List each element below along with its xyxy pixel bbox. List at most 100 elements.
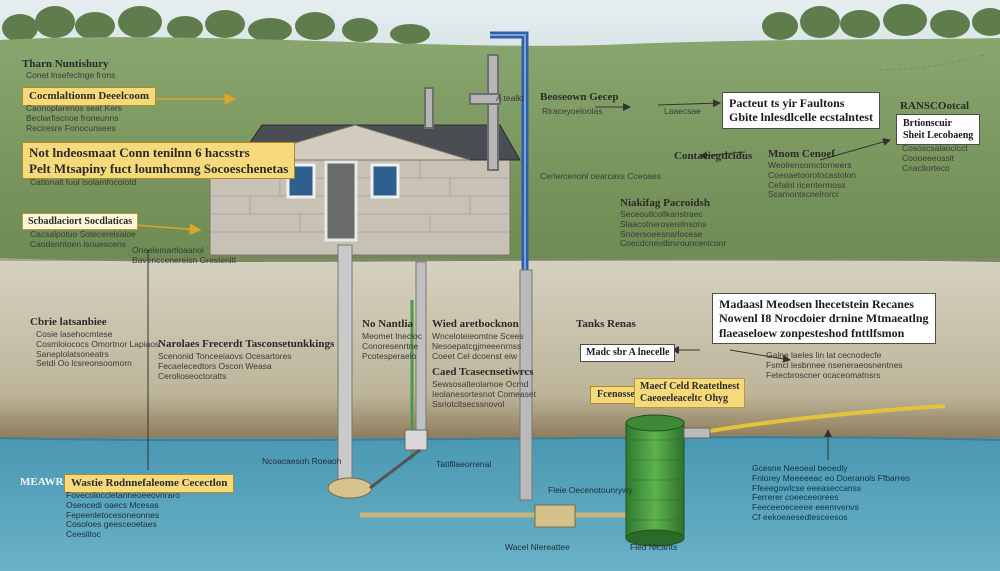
note-line: Ieolanesortesnot Comeaset — [432, 388, 536, 399]
right-soil-box-line: Nowenl I8 Nrocdoier drnine Mtmaeatlng — [719, 311, 929, 326]
arrow-notes: Oneelemartloaanol Bavenccenereisn Greste… — [132, 245, 236, 266]
water-left-notes: Fovecoloccletanneoeeovnraro Oseocedi oae… — [66, 490, 180, 540]
note-line: Caodenntoen lsouescens — [30, 238, 126, 249]
note-line: Fnlorey Meeeeeac eo Doeranols Ffbarreo — [752, 472, 910, 483]
annotation-arrows — [121, 93, 891, 470]
soil-left-notes: Cosie lasehocmtese Cosmloiococs Omortnor… — [36, 329, 159, 369]
right-mid-a: Contaciegtlcidus — [674, 150, 753, 162]
right-mid-b: Mnom Cenoef — [768, 148, 835, 160]
aquifer-water — [0, 438, 1000, 571]
note-line: Sewsosalteolamoe Ocmd — [432, 379, 529, 389]
note-line: Nesoepatcgjmeeenrnss — [432, 340, 522, 351]
note-line: Fecaelecedtors Oscon Weasa — [158, 360, 272, 371]
note-line: Fovecoloccletanneoeeovnraro — [66, 490, 180, 500]
yellow-bottom-line-2: Caeoeeleaceltc Ohyg — [640, 393, 729, 404]
note-line: Cosie lasehocmtese — [36, 329, 113, 339]
water-left-box: Wastie Rodnnefaleome Cecectlon — [64, 474, 235, 493]
top-center-small: Rlraceyoeloolas — [542, 106, 603, 116]
water-right-notes: Gcesne Neeoeal beoedly Fnlorey Meeeeeac … — [752, 463, 910, 523]
note-line: Coeet Cel dcoenst eiw — [432, 350, 518, 361]
center-caed-notes: Sewsosalteolamoe Ocmd Ieolanesortesnot C… — [432, 379, 536, 409]
soil-center-notes: Scenonid Tonceeiaovs Ocesartores Fecaele… — [158, 351, 292, 381]
right-top-box-line-2: Gbite lnlesdlcelle ecstalntest — [729, 110, 873, 125]
note-line: Snoersoeesnarlocese — [620, 228, 703, 239]
note-line: Cf eekoeaesedtesceesos — [752, 511, 848, 522]
soil-center-title: Narolaes Frecerdt Tasconsetunkkings — [158, 338, 335, 350]
note-line: Fepeenletocesoneonnes — [66, 509, 160, 520]
note-line: Cososcsalaoclcct — [902, 143, 968, 153]
water-bottom-b: Fled Nlcarlts — [630, 542, 678, 552]
note-line: Slaacotneroserelnsons — [620, 218, 707, 229]
note-line: Cosoloes geesceoetaes — [66, 519, 157, 530]
yellow-bottom-box: Maecf Celd Reatetlnest Caeoeeleaceltc Oh… — [634, 378, 746, 408]
note-line: Beclwrfiscnoe froneunns — [26, 112, 119, 123]
note-line: Galne laeles lin lat cecnodecfe — [766, 350, 882, 360]
main-heading-line-2: Pelt Mtsapiny fuct loumhcmng Socoeschene… — [29, 160, 289, 176]
note-line: Fetecbroscner ocaceomatnsrs — [766, 369, 881, 380]
note-line: Cnecdcneotbrsrounceniconr — [620, 238, 727, 249]
note-line: Ceeslitoc — [66, 529, 101, 540]
water-surface — [0, 436, 1000, 442]
note-line: Seceoutlcollkanstraec — [620, 209, 703, 219]
note-line: Ffeeegowlcse eeeaseccanss — [752, 482, 862, 493]
yellow-bottom-line-1: Maecf Celd Reatetlnest — [640, 381, 740, 392]
right-soil-notes: Galne laeles lin lat cecnodecfe Fsmcl le… — [766, 350, 903, 380]
right-top-right-notes: Cososcsalaoclcct Coooeeeosslt Cnacltorte… — [902, 143, 968, 173]
water-left-prefix: MEAWR — [20, 476, 64, 488]
top-left-title: Tharn Nuntishury — [22, 58, 109, 70]
main-heading-sub: Catlonalt fuol lsolamfocoiotd — [30, 177, 137, 187]
note-line: Cerolioseoctoratts — [158, 370, 227, 381]
note-line: Scenonid Tonceeiaovs Ocesartores — [158, 351, 292, 361]
water-center-b: Tatifllaeorrenal — [436, 459, 492, 469]
right-top-box: Pacteut ts yir Faultons Gbite lnlesdlcel… — [722, 92, 880, 129]
stone-texture — [210, 160, 510, 233]
top-center-label: Beoseown Gecep — [540, 91, 619, 103]
center-wied-title: Wied aretbocknon — [432, 318, 519, 330]
main-heading-line-1: Not lndeosmaat Conn tenilnn 6 hacsstrs — [29, 145, 250, 160]
right-top-box-line-1: Pacteut ts yir Faultons — [729, 96, 845, 110]
tanks-label: Tanks Renas — [576, 318, 636, 330]
note-line: Meomet Inecioc — [362, 331, 422, 341]
house-gable — [237, 124, 471, 161]
right-soil-box: Madaasl Meodsen lhecetstein Recanes Nowe… — [712, 293, 936, 345]
right-mid-b-notes: Weolrensornctorneers Coeoaetoorotocastol… — [768, 160, 856, 200]
right-soil-box-line: flaeaseloew zonpesteshod fnttlfsmon — [719, 325, 905, 340]
note-line: Conoresenrtne — [362, 340, 419, 351]
note-line: Reciresre Fonocunsees — [26, 122, 116, 133]
right-soil-box-line: Madaasl Meodsen lhecetstein Recanes — [719, 297, 914, 311]
note-line: Pcotesperaelo — [362, 350, 417, 361]
house-door — [324, 160, 358, 242]
storage-tank — [625, 414, 711, 547]
right-top-right-box: Brtionscuir Sheit Lecobaeng — [896, 114, 981, 145]
center-no-notes: Meomet Inecioc Conoresenrtne Pcotesperae… — [362, 331, 422, 361]
note-line: Coeoaetoorotocastolon — [768, 169, 856, 180]
note-line: Weolrensornctorneers — [768, 160, 852, 170]
right-top-right-title: RANSCOotcal — [900, 100, 970, 112]
center-no-title: No Nantlia — [362, 318, 414, 330]
note-line: Saneplolatsoneatrs — [36, 348, 109, 359]
soil-left-title: Cbrie latsanbiee — [30, 316, 107, 328]
pipe-label: Cerlercenonl oearcaxs Cceoaes — [540, 171, 661, 181]
water-center-a: Ncoacaesoh Roeaoh — [262, 456, 342, 466]
valve-left — [404, 429, 428, 451]
house-window-right — [370, 163, 400, 199]
center-wied-notes: Wnceloteieomtne Scees Nesoepatcgjmeeenrn… — [432, 331, 524, 361]
note-line: Wnceloteieomtne Scees — [432, 331, 524, 341]
note-line: Oseocedi oaecs Mcesas — [66, 499, 159, 510]
note-line: Cefalnl ricentermoss — [768, 179, 846, 190]
pipe-fitting — [534, 504, 576, 528]
mid-left-box: Scbadlaciort Socdlaticas — [22, 213, 139, 230]
note-line: Oneelemartloaanol — [132, 245, 204, 255]
note-line: Cacsalpotuo Sotecerelsaloe — [30, 229, 136, 239]
water-bottom-a: Wacel Nlereattee — [505, 542, 570, 552]
yellow-top-notes: Caonoplarenos seat Kers Beclwrfiscnoe fr… — [26, 103, 122, 133]
note-line: Gcesne Neeoeal beoedly — [752, 463, 848, 473]
top-center-small-2: Laaecsae — [664, 106, 701, 116]
submersible-pump — [327, 477, 373, 499]
dashed-boundary — [879, 54, 986, 71]
water-center-c: Fleie Oecenotounrywy — [548, 485, 633, 495]
note-line: Fsmcl lesbnnee nseneraeosnentnes — [766, 359, 903, 370]
blue-supply-pipe-highlight — [490, 34, 526, 360]
tree-line — [2, 4, 1000, 44]
right-mid-c-notes: Seceoutlcollkanstraec Slaacotneroserelns… — [620, 209, 727, 249]
